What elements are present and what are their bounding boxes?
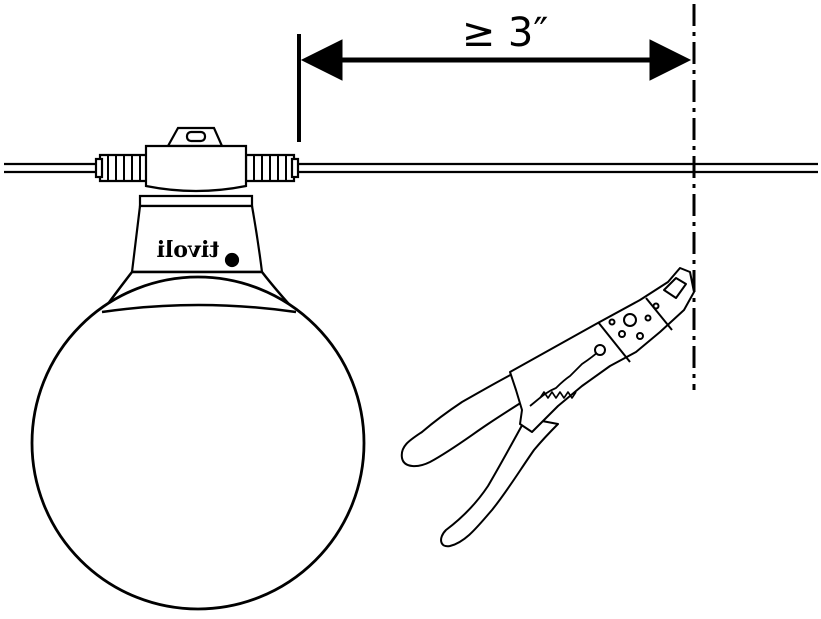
string-light-wire: [4, 162, 818, 174]
globe-bulb: [30, 270, 366, 611]
pliers-lower-handle: [440, 417, 559, 548]
pliers-spring: [529, 349, 601, 407]
socket-head: [144, 144, 248, 193]
socket-collar: [138, 194, 254, 208]
bulb-globe: [30, 275, 366, 611]
dimension-arrow-right: [649, 39, 692, 81]
brand-label: tivoli: [156, 237, 220, 263]
dimension-label: ≥ 3″: [461, 10, 549, 56]
socket-bump: [224, 252, 240, 268]
dimension-arrow-left: [300, 39, 343, 81]
right-strain-relief: [244, 153, 300, 183]
wire-cutter-pliers: [400, 267, 695, 548]
socket-mount-hole: [185, 130, 207, 143]
lamp-socket: [94, 126, 300, 274]
pliers-upper-handle: [400, 369, 539, 468]
left-strain-relief: [94, 153, 150, 183]
dimension-marker: [297, 34, 692, 142]
